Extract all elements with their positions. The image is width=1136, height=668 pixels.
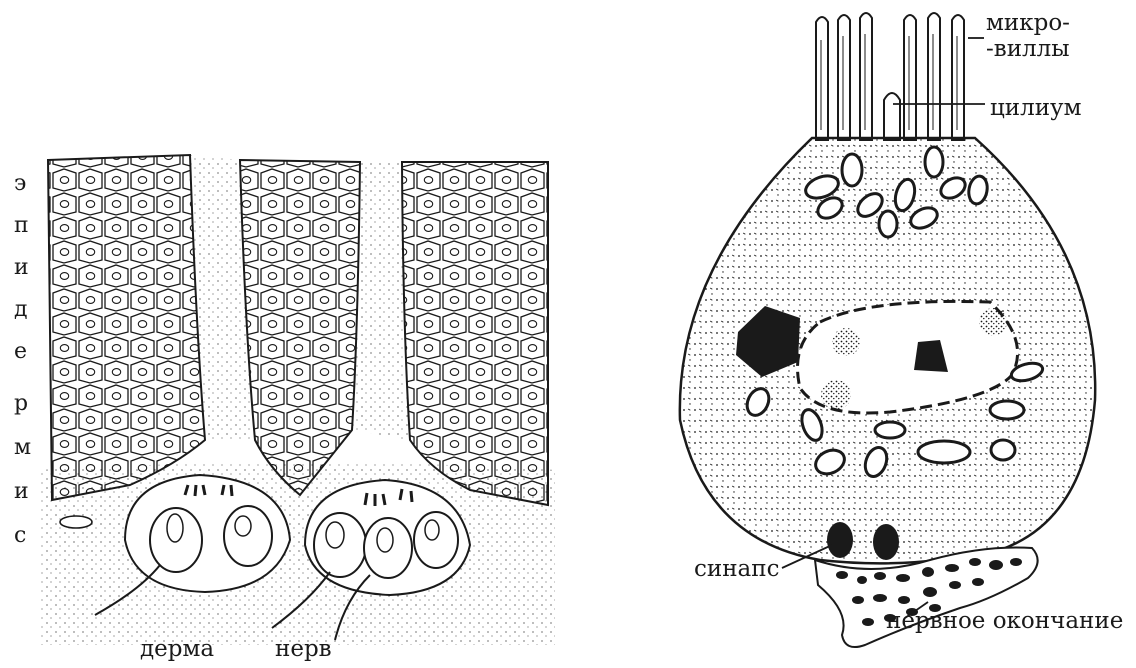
vertical-letter: р	[14, 391, 28, 416]
microvilli-label: -виллы	[986, 36, 1070, 62]
pit-canal-right	[352, 162, 410, 440]
nerve-label: нерв	[275, 636, 332, 662]
epidermis-block-left	[48, 155, 205, 500]
epidermis-block-right	[402, 162, 548, 505]
vertical-letter: д	[14, 297, 28, 322]
vertical-letter: и	[14, 255, 29, 280]
cilium-label: цилиум	[990, 95, 1082, 121]
dermal-capsule	[60, 516, 92, 528]
epidermis-vertical-label: э п и д е р м и с	[14, 171, 31, 548]
vertical-letter: с	[14, 523, 26, 548]
nerve-ending-label: нервное окончание	[886, 608, 1123, 634]
vertical-letter: м	[14, 435, 31, 460]
chromatin-spot	[979, 308, 1007, 336]
vertical-letter: и	[14, 479, 29, 504]
chromatin-spot	[832, 328, 860, 356]
chromatin-spot	[821, 380, 851, 410]
vertical-letter: е	[14, 339, 27, 364]
epidermis-block-middle	[240, 160, 360, 495]
vertical-letter: п	[14, 213, 29, 238]
microvilli-label: микро-	[986, 10, 1070, 36]
synapse-label: синапс	[694, 556, 779, 582]
dermis-label: дерма	[140, 636, 214, 662]
epidermis-illustration: э п и д е р м и с дерма нерв	[14, 155, 555, 662]
receptor-cell-illustration: микро- -виллы цилиум синапс нервное окон…	[680, 10, 1123, 647]
vertical-letter: э	[14, 171, 26, 196]
cilium	[884, 93, 900, 140]
